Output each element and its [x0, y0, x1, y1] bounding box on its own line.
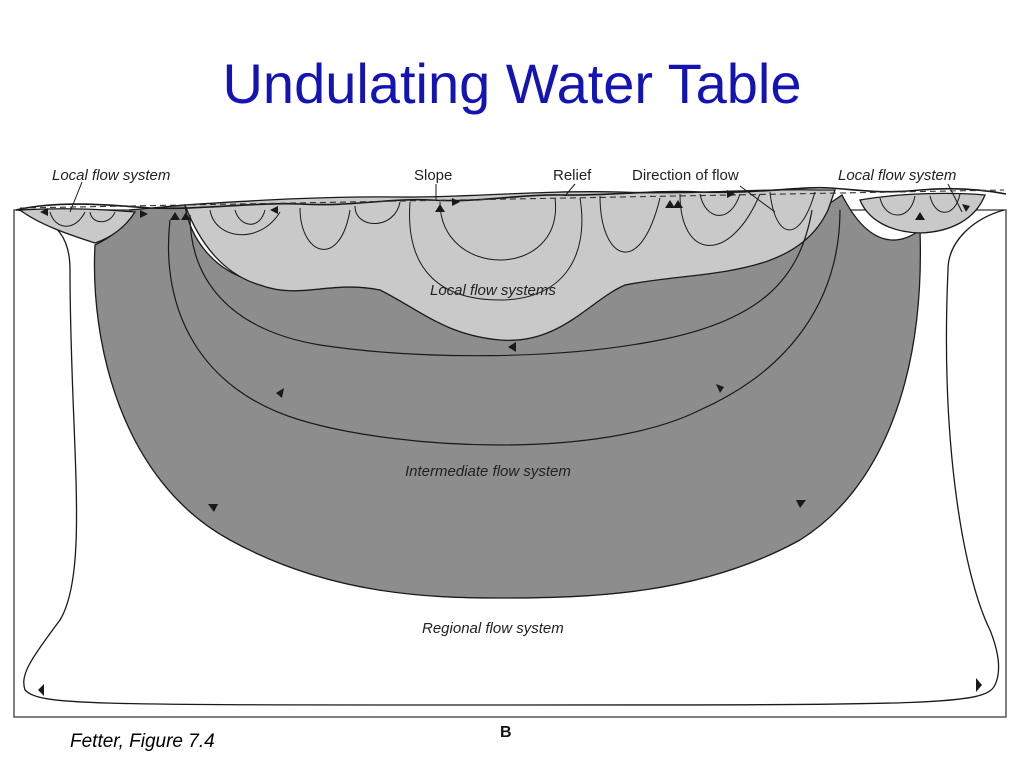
flow-direction-arrows [38, 190, 982, 696]
label-direction-of-flow: Direction of flow [632, 167, 739, 184]
arrow-regional-lower-left [208, 504, 218, 512]
label-relief: Relief [553, 167, 592, 184]
figure-letter: B [500, 724, 512, 741]
flow-systems-figure: Local flow system Slope Relief Direction… [0, 150, 1024, 750]
arrow-surface-10 [452, 198, 460, 206]
right-local-flow-system [859, 192, 986, 234]
arrow-local-bottom [508, 342, 516, 352]
arrow-surface-2 [181, 212, 191, 220]
arrow-surface-4 [665, 200, 675, 208]
label-local-flow-system-right: Local flow system [838, 167, 956, 184]
arrow-surface-12 [962, 204, 970, 212]
figure-caption: Fetter, Figure 7.4 [70, 731, 215, 752]
label-slope: Slope [414, 167, 452, 184]
slide-title: Undulating Water Table [222, 52, 802, 115]
regional-flow-line [17, 209, 1005, 706]
label-leader-lines [69, 181, 963, 213]
flow-systems-diagram: Local flow system Slope Relief Direction… [13, 167, 1007, 741]
arrow-intermediate-left [276, 388, 284, 398]
arrow-surface-11 [727, 190, 735, 198]
arrow-regional-lower-right [796, 500, 806, 508]
label-local-flow-system-left: Local flow system [52, 167, 170, 184]
arrow-surface-8 [40, 208, 48, 216]
arrow-surface-3 [435, 204, 445, 212]
label-local-flow-systems: Local flow systems [430, 282, 556, 299]
left-local-flow-system [18, 208, 137, 244]
local-flow-cells [49, 191, 961, 301]
water-table-surface [15, 186, 1007, 211]
arrow-surface-9 [270, 206, 278, 214]
arrow-regional-right [976, 678, 982, 692]
arrow-surface-1 [170, 212, 180, 220]
arrow-surface-6 [915, 212, 925, 220]
arrow-intermediate-right [716, 384, 724, 393]
arrow-surface-5 [673, 200, 683, 208]
arrow-regional-left [38, 684, 44, 696]
local-flow-systems-zone [184, 188, 836, 341]
intermediate-flow-line-inner [189, 209, 813, 357]
arrow-surface-7 [140, 210, 148, 218]
label-regional-flow-system: Regional flow system [422, 620, 564, 637]
label-intermediate-flow-system: Intermediate flow system [405, 463, 571, 480]
regional-slope-line [19, 189, 1005, 209]
intermediate-flow-line [167, 209, 841, 446]
